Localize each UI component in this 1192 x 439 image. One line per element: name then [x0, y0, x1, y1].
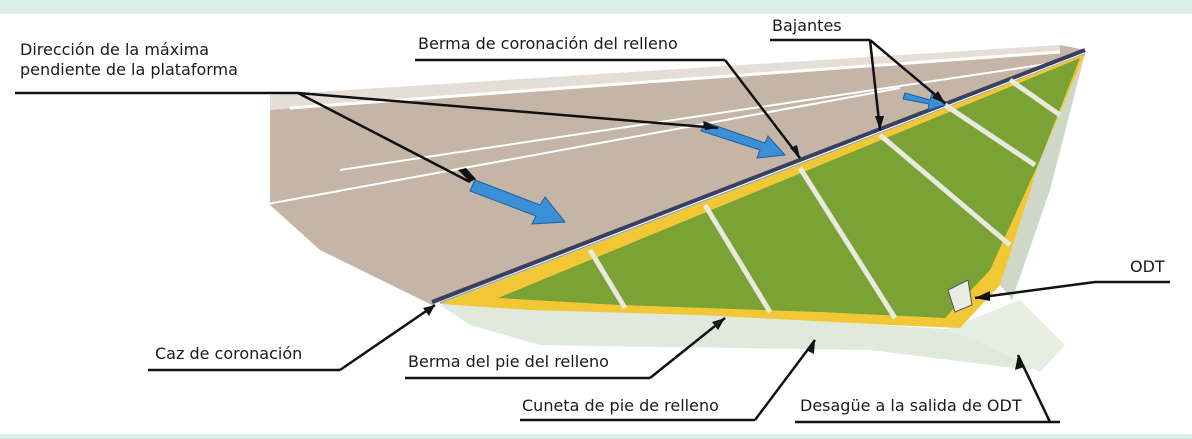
top-banner — [0, 0, 1192, 14]
label-berma-coronacion: Berma de coronación del relleno — [418, 34, 678, 53]
lane-line-3 — [261, 87, 901, 206]
leader-caz — [339, 303, 436, 372]
arrowhead-odt — [975, 291, 990, 301]
downspout-5 — [943, 102, 1037, 168]
label-caz-coronacion: Caz de coronación — [155, 344, 303, 363]
downspouts — [587, 77, 1062, 320]
leader-arrowheads — [423, 91, 1024, 370]
leader-direccion-b — [297, 91, 719, 130]
outlet-apron — [945, 300, 1065, 372]
downspout-6 — [1008, 77, 1062, 118]
flow-arrow-1 — [469, 179, 566, 225]
arrowhead-direccion-a — [458, 168, 476, 182]
fill-slope — [498, 58, 1080, 318]
crown-ditch-inner — [439, 53, 1086, 304]
odt-box — [947, 279, 973, 313]
label-direccion: Dirección de la máxima pendiente de la p… — [20, 40, 300, 80]
arrowhead-desague — [1015, 355, 1024, 370]
downspout-2 — [702, 203, 773, 314]
arrowhead-bajantes-a — [875, 116, 884, 130]
arrowhead-direccion-b — [703, 121, 718, 130]
label-direccion-line2: pendiente de la plataforma — [20, 60, 238, 79]
bottom-banner — [0, 434, 1192, 439]
leader-direccion-a — [297, 91, 471, 184]
downspout-3 — [797, 166, 898, 320]
crown-ditch — [431, 48, 1086, 304]
label-direccion-line1: Dirección de la máxima — [20, 40, 210, 59]
label-bajantes: Bajantes — [772, 16, 842, 35]
leader-berma-coronacion — [724, 59, 801, 159]
leader-berma-pie — [649, 317, 726, 379]
label-odt: ODT — [1130, 257, 1165, 276]
slope-side-face — [1000, 54, 1085, 300]
lane-line-2 — [339, 61, 1061, 171]
leader-odt — [974, 280, 1096, 300]
downspout-1 — [587, 248, 628, 310]
arrowhead-bajantes-b — [932, 91, 945, 103]
arrowhead-cuneta — [806, 340, 815, 354]
label-cuneta-pie: Cuneta de pie de relleno — [522, 396, 719, 415]
label-desague-odt: Desagüe a la salida de ODT — [800, 396, 1022, 415]
foot-ditch-area — [440, 300, 1060, 370]
leader-cuneta — [754, 339, 816, 421]
downspout-4 — [878, 133, 1012, 247]
arrowhead-berma-pie — [712, 318, 725, 330]
arrowhead-caz — [423, 305, 435, 316]
label-berma-pie: Berma del pie del relleno — [408, 352, 609, 371]
leader-bajantes-a — [868, 39, 882, 131]
arrowhead-berma-coronacion — [790, 145, 800, 158]
leader-lines — [15, 38, 1170, 424]
flow-arrow-2 — [700, 121, 787, 159]
road-platform — [270, 45, 1085, 305]
lane-line-1 — [289, 50, 1061, 110]
leader-bajantes-b — [869, 39, 946, 104]
